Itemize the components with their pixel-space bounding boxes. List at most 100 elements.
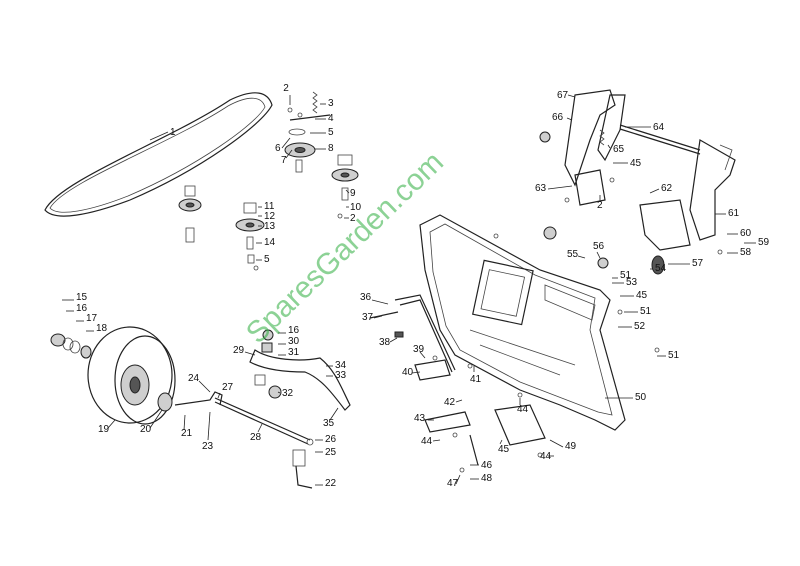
part-number-label: 28 xyxy=(250,432,262,443)
part-number-label: 37 xyxy=(362,312,374,323)
part-number-label: 19 xyxy=(98,424,110,435)
part-number-label: 44 xyxy=(517,404,529,415)
part-number-label: 36 xyxy=(360,292,372,303)
part-number-label: 17 xyxy=(86,313,98,324)
leader-line xyxy=(183,414,186,431)
pulley-13 xyxy=(235,202,265,264)
leader-line xyxy=(549,439,564,448)
part-number-label: 2 xyxy=(350,213,356,224)
part-number-label: 62 xyxy=(661,183,673,194)
leader-line xyxy=(411,371,421,374)
part-number-label: 3 xyxy=(328,98,334,109)
part-number-label: 44 xyxy=(421,436,433,447)
leader-line xyxy=(371,299,389,305)
part-number-label: 54 xyxy=(655,263,667,274)
part-number-label: 5 xyxy=(264,254,270,265)
part-number-label: 45 xyxy=(636,290,648,301)
part-number-label: 58 xyxy=(740,247,752,258)
part-number-label: 56 xyxy=(593,241,605,252)
pulley-8 xyxy=(284,128,316,173)
leader-line xyxy=(149,131,169,141)
leader-line xyxy=(107,419,116,429)
part-number-label: 16 xyxy=(76,303,88,314)
leader-line xyxy=(419,351,426,359)
upper-brackets xyxy=(539,89,736,275)
part-number-label: 65 xyxy=(613,144,625,155)
part-number-label: 21 xyxy=(181,428,193,439)
part-number-label: 26 xyxy=(325,434,337,445)
leader-line xyxy=(577,255,586,259)
leader-line xyxy=(455,399,463,403)
part-number-label: 45 xyxy=(498,444,510,455)
leader-line xyxy=(596,251,601,259)
part-number-label: 44 xyxy=(540,451,552,462)
part-number-label: 11 xyxy=(264,201,275,212)
part-number-label: 27 xyxy=(222,382,234,393)
leader-line xyxy=(244,351,256,356)
lower-brackets xyxy=(414,359,546,466)
part-number-label: 55 xyxy=(567,249,579,260)
part-number-label: 53 xyxy=(626,277,638,288)
part-number-label: 8 xyxy=(328,143,334,154)
part-number-label: 30 xyxy=(288,336,300,347)
leader-line xyxy=(345,189,350,194)
leader-line xyxy=(329,407,339,421)
part-number-label: 29 xyxy=(233,345,245,356)
part-number-label: 63 xyxy=(535,183,547,194)
part-number-label: 15 xyxy=(76,292,88,303)
part-number-label: 10 xyxy=(350,202,362,213)
part-number-label: 16 xyxy=(288,325,300,336)
part-number-label: 23 xyxy=(202,441,214,452)
part-number-label: 24 xyxy=(188,373,200,384)
part-number-label: 49 xyxy=(565,441,577,452)
leader-line xyxy=(198,380,211,393)
part-number-label: 52 xyxy=(634,321,646,332)
part-number-label: 38 xyxy=(379,337,391,348)
leader-line xyxy=(373,315,383,319)
part-number-label: 67 xyxy=(557,90,569,101)
leader-line xyxy=(566,117,573,121)
part-number-label: 51 xyxy=(668,350,680,361)
frame-plate xyxy=(419,214,626,431)
leader-line xyxy=(567,94,576,98)
leader-line xyxy=(149,409,163,429)
part-number-label: 57 xyxy=(692,258,704,269)
drive-belt xyxy=(44,92,273,217)
leader-line xyxy=(285,149,293,159)
part-number-label: 32 xyxy=(282,388,294,399)
part-number-label: 40 xyxy=(402,367,414,378)
part-number-label: 2 xyxy=(283,83,289,94)
leader-line xyxy=(547,185,573,190)
part-number-label: 4 xyxy=(328,113,334,124)
lever-assembly xyxy=(369,294,456,373)
fasteners xyxy=(253,107,723,473)
part-number-label: 2 xyxy=(597,200,603,211)
leader-line xyxy=(257,423,263,433)
part-number-label: 59 xyxy=(758,237,770,248)
leader-line xyxy=(607,144,611,149)
part-number-label: 20 xyxy=(140,424,152,435)
spring-3 xyxy=(289,91,331,121)
part-number-label: 47 xyxy=(447,478,459,489)
wheel-bearings xyxy=(50,333,92,359)
part-number-label: 34 xyxy=(335,360,347,371)
part-number-label: 45 xyxy=(630,158,642,169)
leader-line xyxy=(649,188,660,194)
part-number-label: 48 xyxy=(481,473,493,484)
leader-line xyxy=(432,439,441,442)
part-number-label: 6 xyxy=(275,143,281,154)
part-number-label: 43 xyxy=(414,413,426,424)
part-number-label: 51 xyxy=(620,270,632,281)
part-number-label: 64 xyxy=(653,122,665,133)
part-number-label: 7 xyxy=(281,155,287,166)
part-number-label: 46 xyxy=(481,460,493,471)
leader-line xyxy=(455,474,461,485)
part-number-label: 13 xyxy=(264,221,276,232)
part-number-label: 5 xyxy=(328,127,334,138)
part-number-label: 50 xyxy=(635,392,647,403)
part-number-label: 51 xyxy=(640,306,652,317)
leader-line xyxy=(281,137,291,149)
